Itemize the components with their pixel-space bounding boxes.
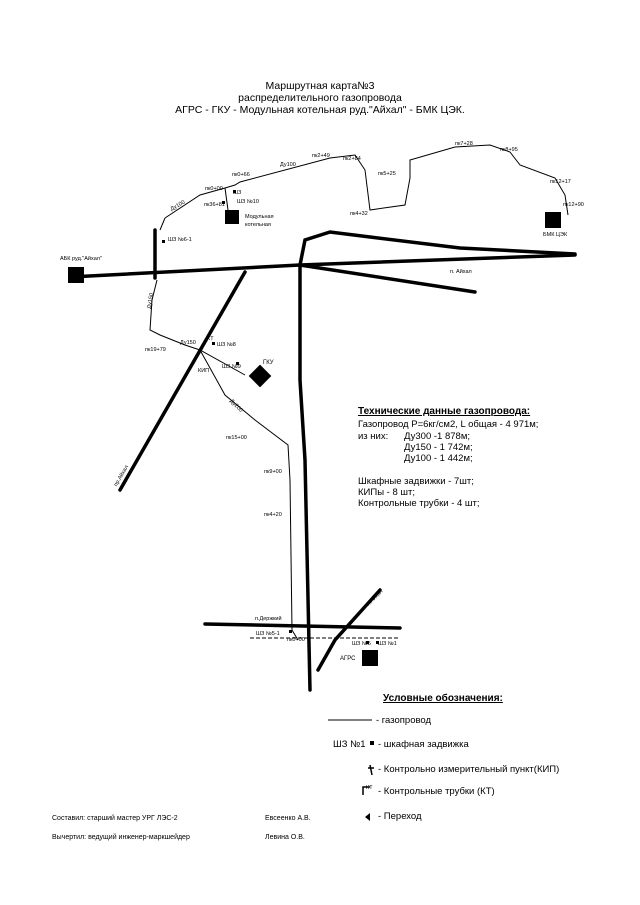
abk-building (68, 267, 84, 283)
label-pk0-66: пк0+66 (232, 172, 250, 178)
pipe-stub (159, 217, 166, 231)
label-pk8-95: пк8+95 (500, 147, 518, 153)
pipe-du200 (199, 349, 299, 641)
label-pk7-28: пк7+28 (455, 141, 473, 147)
label-bmk: БМК ЦЭК (543, 232, 568, 238)
road-south (298, 263, 312, 692)
pipe-to-boiler (224, 187, 229, 211)
specs-heading: Технические данные газопровода: (358, 406, 531, 417)
agrs-building (362, 650, 378, 666)
legend-kt-symbol (362, 786, 370, 795)
label-pk5-25: пк5+25 (378, 171, 396, 177)
title-line-3: АГРС - ГКУ - Модульная котельная руд."Ай… (175, 104, 465, 116)
legend-kip-symbol (368, 764, 374, 776)
specs-line-2: Ду300 -1 878м; (404, 431, 470, 442)
buildings (68, 210, 561, 666)
footer-compiled-label: Составил: старший мастер УРГ ЛЭС-2 (52, 815, 178, 822)
pipelines (149, 144, 569, 641)
label-kip: КИП (198, 368, 210, 374)
title-line-2: распределительного газопровода (238, 92, 402, 104)
label-abk: АБК руд."Айхал" (60, 256, 102, 262)
label-sh3-9: ШЗ №9 (222, 364, 241, 370)
label-derzhkiy: п.Держкий (255, 616, 282, 622)
road-to-aikhal (316, 588, 382, 672)
legend-kip: - Контрольно измерительный пункт(КИП) (378, 764, 560, 775)
legend-crossing: - Переход (378, 811, 422, 822)
label-pk15-00: пк15+00 (226, 435, 247, 441)
specs-line-4: Ду100 - 1 442м; (404, 453, 473, 464)
road-derzhkiy (203, 622, 402, 630)
road-southwest (118, 270, 247, 492)
label-pk4-20: пк4+20 (264, 512, 282, 518)
specs-line-5: Шкафные задвижки - 7шт; (358, 476, 474, 487)
legend-pipeline: - газопровод (376, 715, 432, 726)
label-pk0-00b: пк0+00 (287, 637, 305, 643)
road-aikhal (298, 263, 477, 294)
boiler-building (225, 210, 239, 224)
valve-markers (162, 190, 379, 644)
specs-line-3: Ду150 - 1 742м; (404, 442, 473, 453)
legend-valve: - шкафная задвижка (378, 739, 469, 750)
label-pk0-00: пк0+00 (205, 186, 223, 192)
legend-valve-symbol (370, 741, 374, 745)
footer-drawn-name: Левина О.В. (265, 834, 305, 841)
label-sh3: ШЗ (233, 190, 242, 196)
label-aikhal: п. Айхал (450, 269, 472, 275)
footer-compiled-name: Евсеенко А.В. (265, 815, 311, 822)
label-modular: Модульная (245, 214, 274, 220)
label-sh3-10: ШЗ №10 (237, 199, 259, 205)
title-line-1: Маршрутная карта№3 (265, 80, 375, 92)
label-sh3-6-1: ШЗ №6-1 (168, 237, 192, 243)
label-pk36-81: пк36+81 (204, 202, 225, 208)
label-sh3-8: ШЗ №8 (217, 342, 236, 348)
label-gku: ГКУ (263, 360, 274, 366)
road-north (298, 230, 577, 267)
legend-heading: Условные обозначения: (383, 693, 503, 704)
label-agrs: АГРС (340, 656, 356, 662)
label-sh3-5-1: ШЗ №5-1 (256, 631, 280, 637)
label-pk9-00: пк9+00 (264, 469, 282, 475)
specs-line-1: Газопровод Р=6кг/см2, L общая - 4 971м; (358, 419, 539, 430)
specs-line-2-prefix: из них: (358, 431, 389, 442)
label-pk12-90: пк12+90 (563, 202, 584, 208)
label-boiler: котельная (245, 222, 271, 228)
label-pk12-17: пк12+17 (550, 179, 571, 185)
roads (68, 228, 577, 692)
legend-kt-code: КТ (366, 785, 373, 791)
label-pk2-49: пк2+49 (312, 153, 330, 159)
pipe-north (164, 144, 569, 219)
footer-drawn-label: Вычертил: ведущий инженер-маркшейдер (52, 834, 190, 841)
legend-crossing-symbol (365, 813, 370, 821)
legend-valve-code: ШЗ №1 (333, 739, 366, 750)
specs-line-7: Контрольные трубки - 4 шт; (358, 498, 480, 509)
label-sh3-1: ШЗ №1 (378, 641, 397, 647)
label-du100-a: Ду100 (280, 162, 296, 168)
label-du150-b: Ду150 (180, 340, 196, 346)
specs-line-6: КИПы - 8 шт; (358, 487, 415, 498)
bmk-building (545, 212, 561, 228)
label-kt: КТ (207, 336, 214, 342)
label-pk19-79: пк19+79 (145, 347, 166, 353)
label-sh3-5: ШЗ №5 (352, 641, 371, 647)
label-pk2-84: пк2+84 (343, 156, 361, 162)
gku-building (248, 364, 272, 388)
label-pk4-32: пк4+32 (350, 211, 368, 217)
legend-kt: - Контрольные трубки (КТ) (378, 786, 495, 797)
main-road (68, 253, 577, 279)
